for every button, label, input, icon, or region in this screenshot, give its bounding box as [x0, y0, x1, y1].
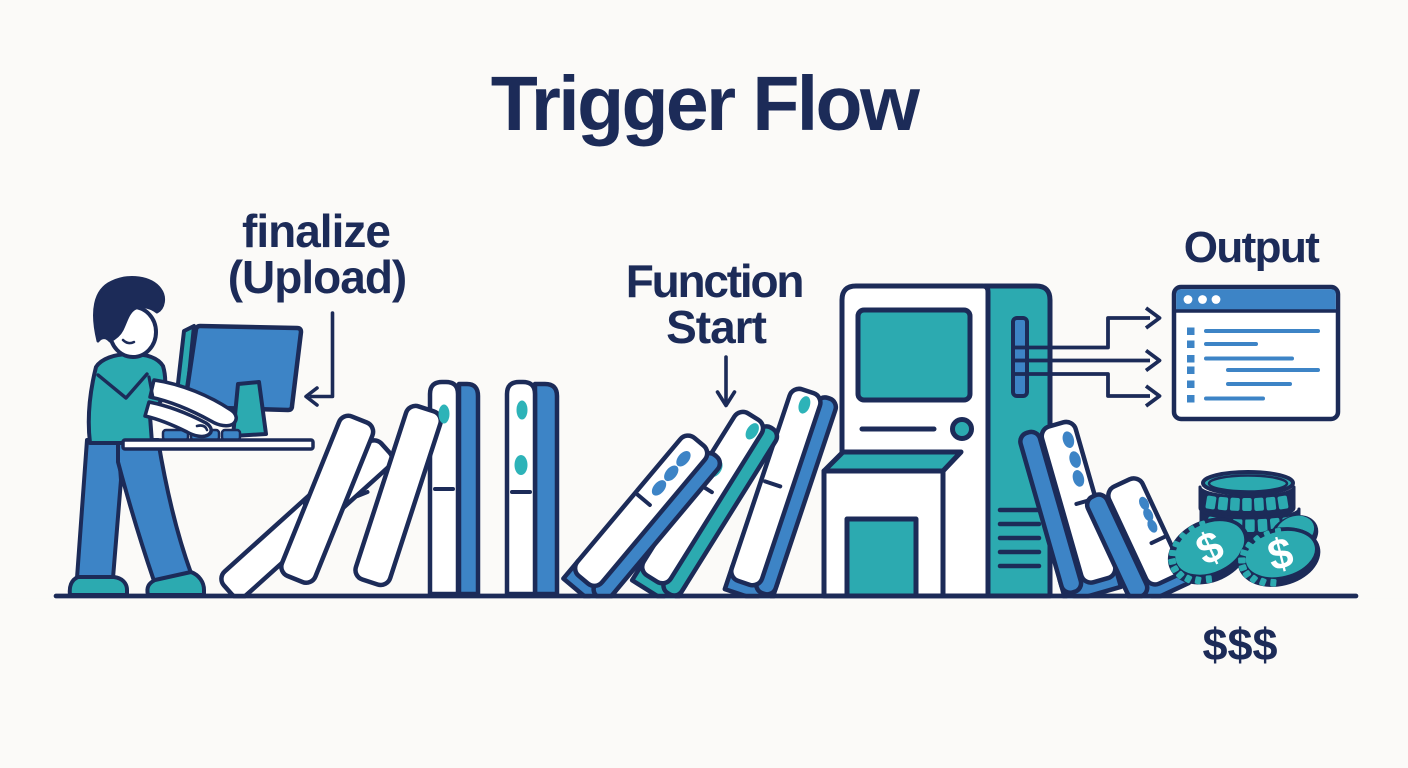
- svg-text:(Upload): (Upload): [228, 251, 407, 303]
- svg-text:Start: Start: [666, 301, 766, 353]
- svg-text:Trigger Flow: Trigger Flow: [491, 61, 921, 147]
- svg-text:Output: Output: [1184, 223, 1321, 272]
- svg-text:Function: Function: [626, 255, 803, 307]
- svg-text:$$$: $$$: [1202, 619, 1277, 670]
- svg-text:finalize: finalize: [242, 205, 390, 257]
